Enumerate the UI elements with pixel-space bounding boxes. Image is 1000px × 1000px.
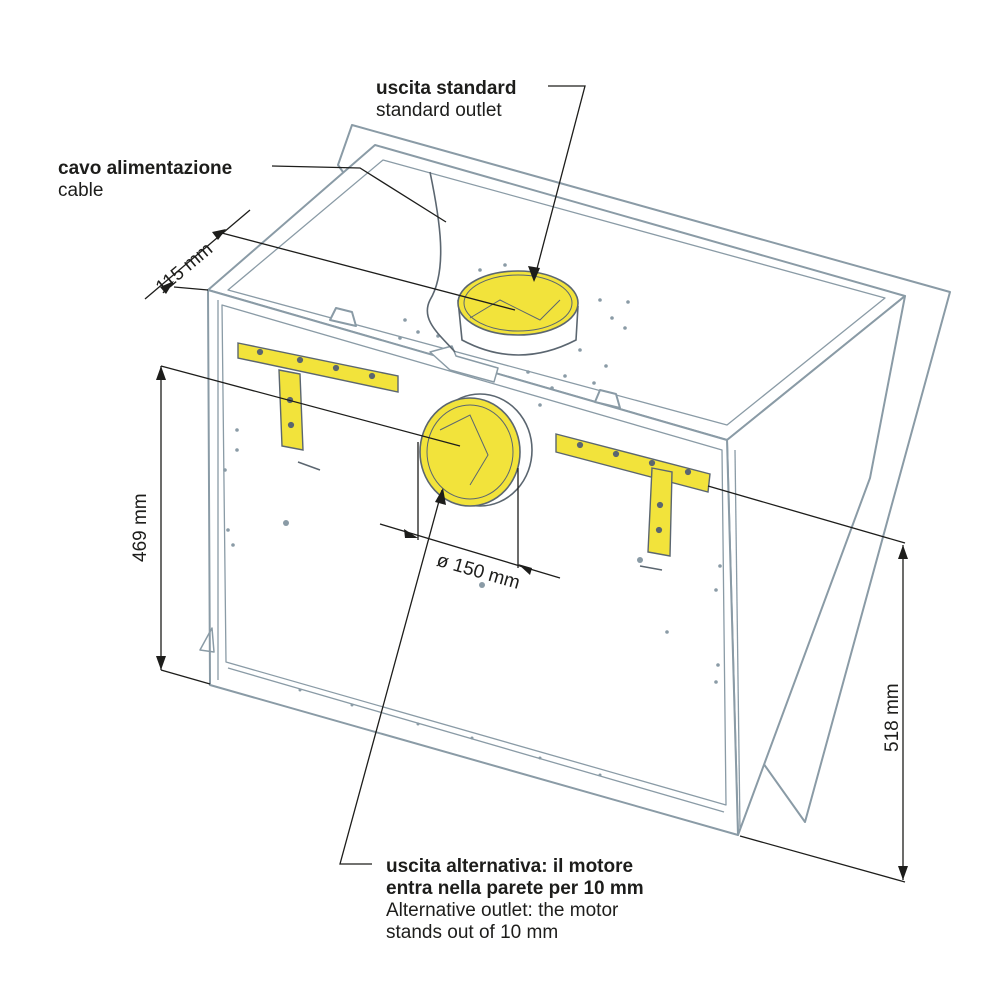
standard-outlet-ring (457, 270, 579, 356)
dimension-469 (160, 365, 461, 685)
dimension-469-label: 469 mm (130, 493, 151, 562)
dimension-518 (707, 485, 906, 883)
standard-outlet-label: uscita standard standard outlet (376, 78, 516, 122)
alternative-outlet-it-line2: entra nella parete per 10 mm (386, 878, 644, 899)
alternative-outlet-en-line2: stands out of 10 mm (386, 922, 559, 943)
alternative-outlet-label: uscita alternativa: il motore entra nell… (386, 856, 644, 944)
standard-outlet-leader (533, 85, 586, 281)
dimension-518-label: 518 mm (882, 683, 903, 752)
standard-outlet-label-it: uscita standard (376, 78, 517, 99)
cable-leader (271, 165, 447, 223)
cable-label-it: cavo alimentazione (58, 158, 233, 179)
dimension-115 (144, 209, 516, 311)
hood-front-face (207, 289, 739, 836)
cable-label: cavo alimentazione cable (58, 158, 232, 202)
alternative-outlet-leader (339, 489, 443, 865)
alternative-outlet-it-line1: uscita alternativa: il motore (386, 856, 634, 877)
standard-outlet-label-en: standard outlet (376, 100, 502, 121)
power-cable (426, 171, 456, 353)
alternative-outlet-ring (419, 393, 533, 507)
left-bracket (237, 342, 399, 451)
cable-label-en: cable (58, 180, 104, 201)
alternative-outlet-en-line1: Alternative outlet: the motor (386, 900, 619, 921)
right-bracket (555, 433, 711, 557)
